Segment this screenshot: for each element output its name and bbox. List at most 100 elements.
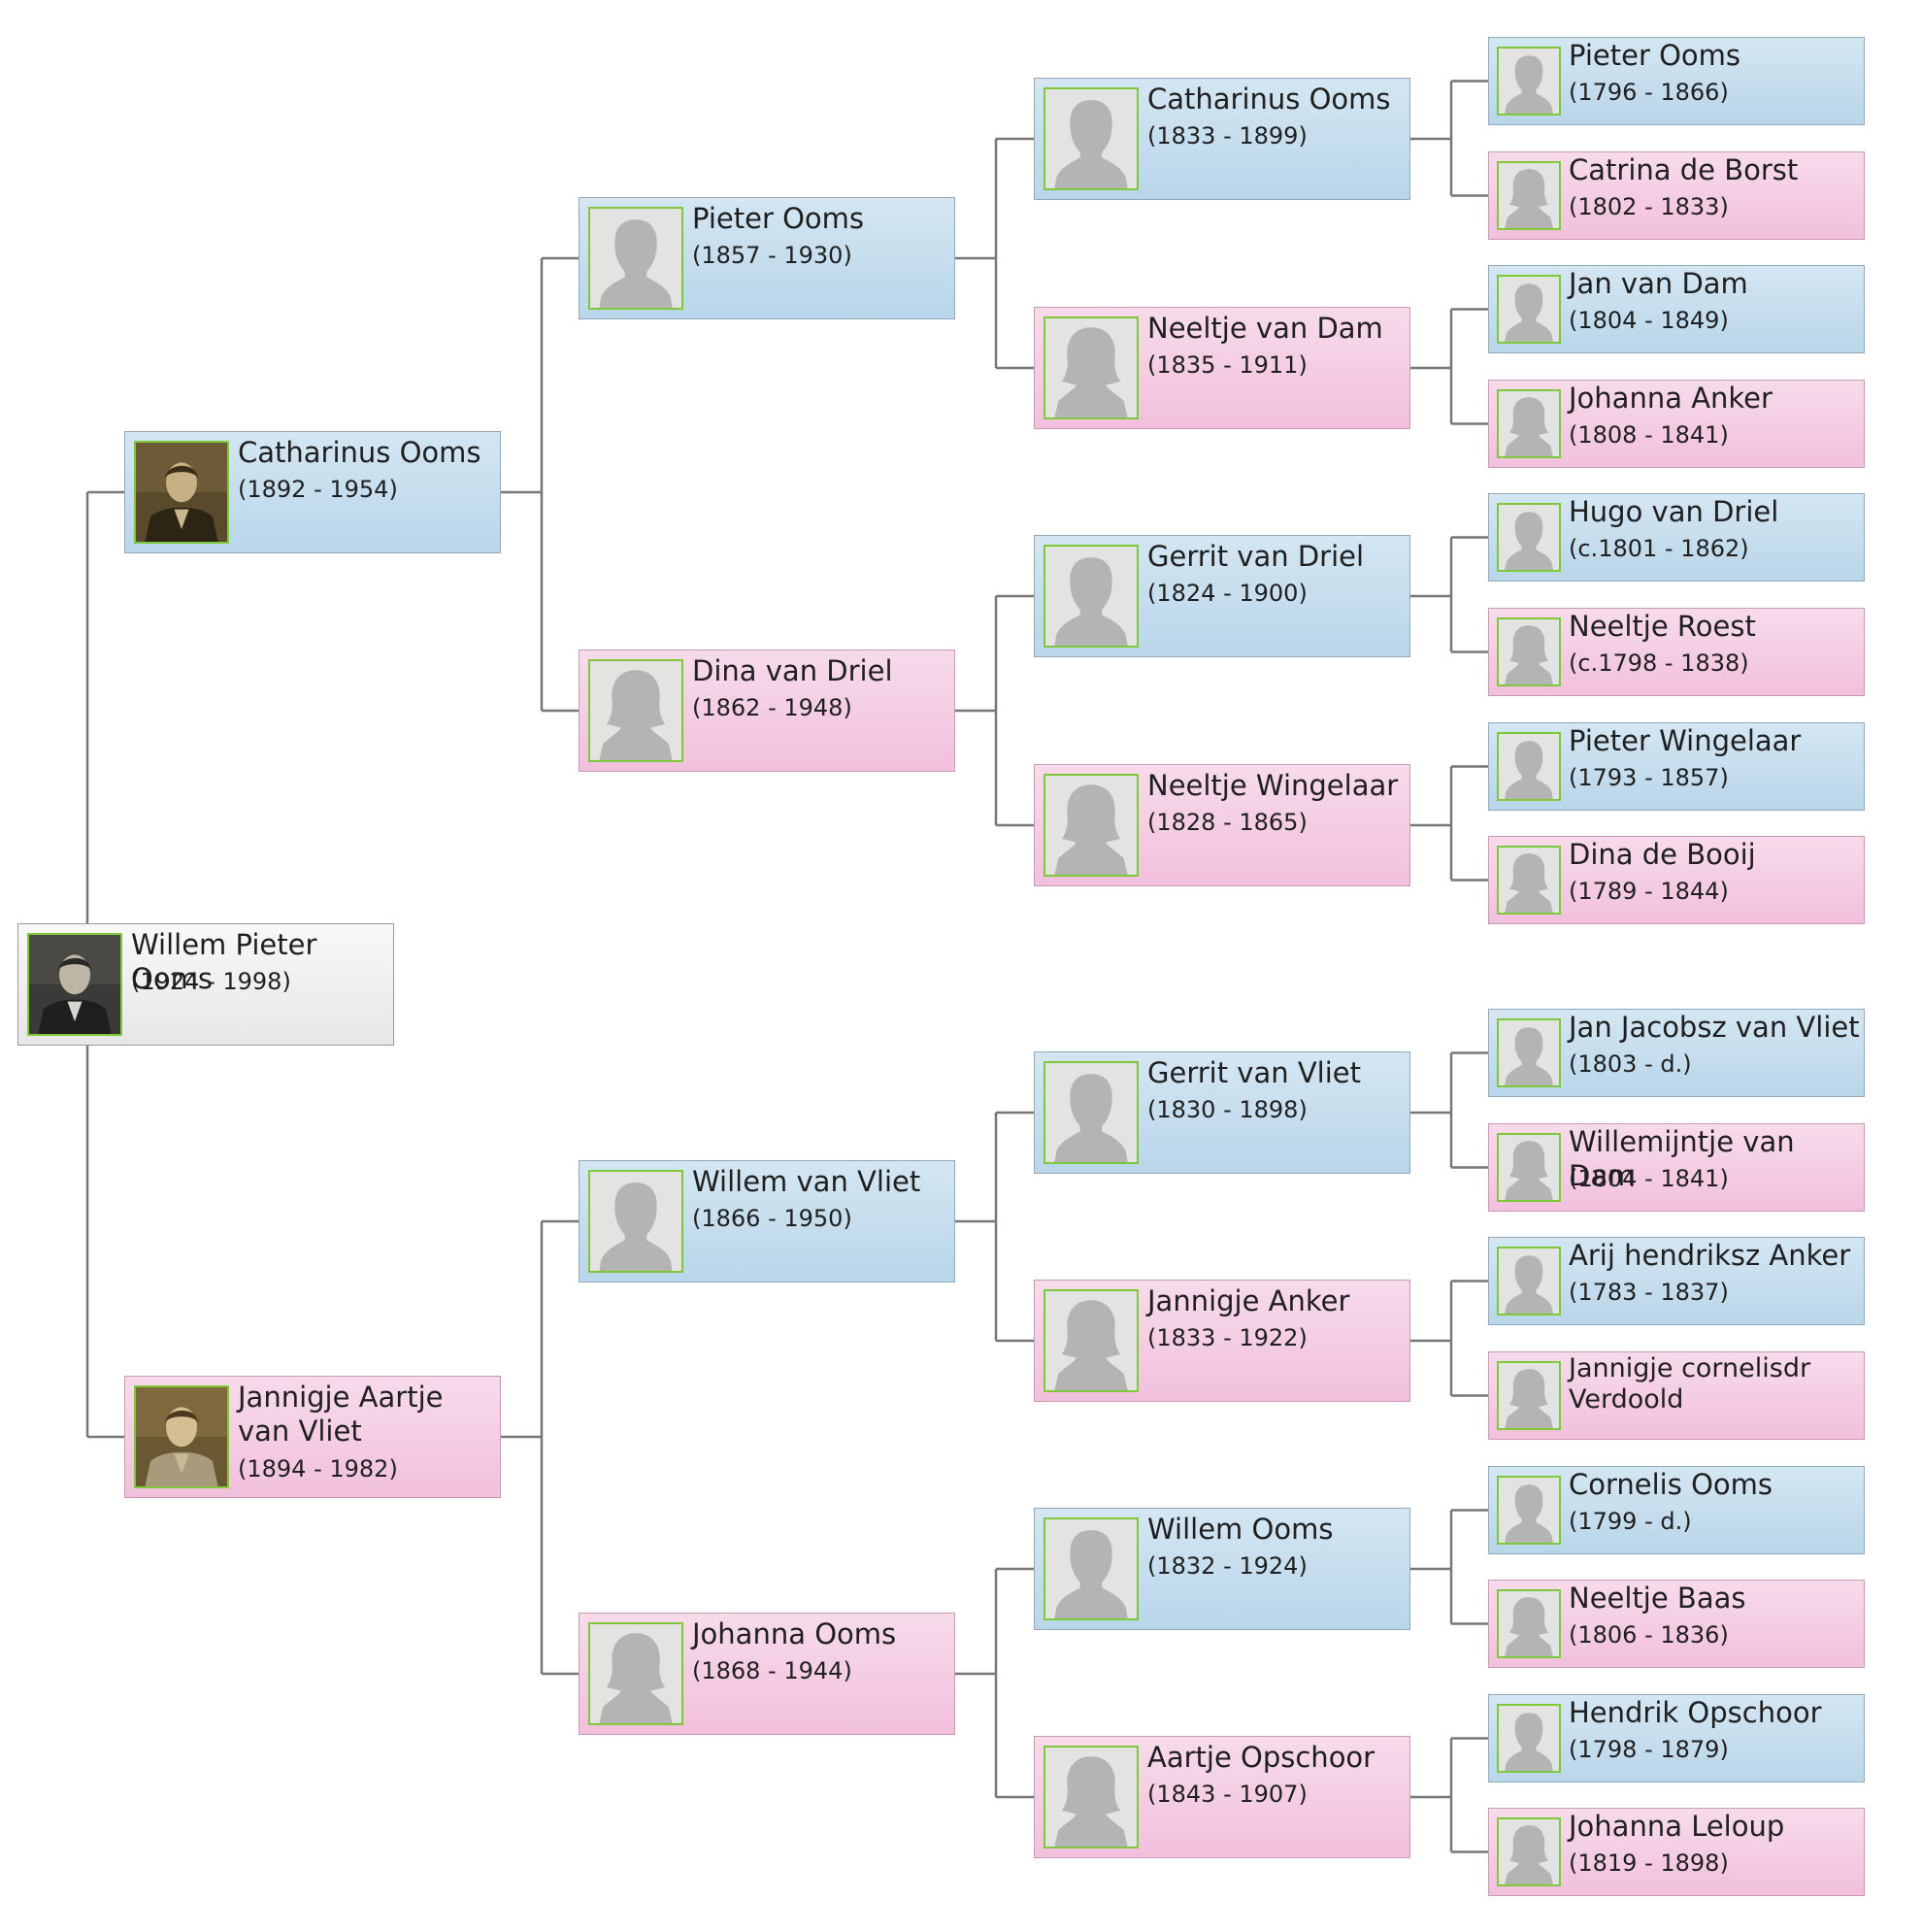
person-card-johanna-leloup[interactable]: Johanna Leloup (1819 - 1898) bbox=[1488, 1808, 1865, 1896]
person-dates: (1804 - 1849) bbox=[1569, 307, 1729, 334]
female-silhouette-icon bbox=[1499, 848, 1559, 913]
person-dates: (1832 - 1924) bbox=[1147, 1552, 1308, 1580]
portrait-photo bbox=[27, 933, 122, 1036]
person-card-dina-van-driel[interactable]: Dina van Driel (1862 - 1948) bbox=[579, 650, 955, 772]
person-card-neeltje-van-dam[interactable]: Neeltje van Dam (1835 - 1911) bbox=[1034, 307, 1410, 429]
person-dates: (1793 - 1857) bbox=[1569, 764, 1729, 791]
person-dates: (1789 - 1844) bbox=[1569, 878, 1729, 905]
person-card-neeltje-wingelaar[interactable]: Neeltje Wingelaar (1828 - 1865) bbox=[1034, 764, 1410, 886]
person-name: Johanna Leloup bbox=[1569, 1810, 1785, 1843]
person-card-catharinus-ooms-1833[interactable]: Catharinus Ooms (1833 - 1899) bbox=[1034, 78, 1410, 200]
female-silhouette-icon bbox=[1499, 1591, 1559, 1656]
placeholder-photo bbox=[1497, 732, 1561, 801]
person-dates: (1796 - 1866) bbox=[1569, 79, 1729, 106]
male-silhouette-icon bbox=[1499, 1249, 1559, 1314]
person-name: Hendrik Opschoor bbox=[1569, 1696, 1822, 1729]
female-silhouette-icon bbox=[590, 1624, 681, 1723]
person-name: Neeltje van Dam bbox=[1147, 312, 1383, 345]
portrait-photo-icon bbox=[136, 443, 227, 542]
person-dates: (1892 - 1954) bbox=[238, 476, 398, 503]
person-dates: (1804 - 1841) bbox=[1569, 1165, 1729, 1192]
male-silhouette-icon bbox=[1499, 505, 1559, 570]
male-silhouette-icon bbox=[1045, 89, 1137, 188]
person-card-willem-ooms[interactable]: Willem Ooms (1832 - 1924) bbox=[1034, 1508, 1410, 1630]
female-silhouette-icon bbox=[1499, 391, 1559, 456]
placeholder-photo bbox=[1497, 161, 1561, 230]
person-name: Catharinus Ooms bbox=[1147, 83, 1391, 116]
person-card-willem-pieter-ooms[interactable]: Willem Pieter Ooms (1924 - 1998) bbox=[17, 923, 394, 1046]
person-card-pieter-ooms-1796[interactable]: Pieter Ooms (1796 - 1866) bbox=[1488, 37, 1865, 125]
person-dates: (1843 - 1907) bbox=[1147, 1781, 1308, 1808]
person-card-cornelis-ooms[interactable]: Cornelis Ooms (1799 - d.) bbox=[1488, 1466, 1865, 1554]
placeholder-photo bbox=[1497, 1817, 1561, 1886]
person-name: Pieter Ooms bbox=[692, 202, 865, 235]
person-dates: (1802 - 1833) bbox=[1569, 193, 1729, 220]
person-card-catrina-de-borst[interactable]: Catrina de Borst (1802 - 1833) bbox=[1488, 151, 1865, 240]
person-card-jannigje-anker[interactable]: Jannigje Anker (1833 - 1922) bbox=[1034, 1280, 1410, 1402]
female-silhouette-icon bbox=[1499, 1819, 1559, 1884]
male-silhouette-icon bbox=[1499, 1478, 1559, 1543]
female-silhouette-icon bbox=[1045, 318, 1137, 417]
person-card-jannigje-cornelisdr-verdoold[interactable]: Jannigje cornelisdr Verdoold bbox=[1488, 1351, 1865, 1440]
person-name: Pieter Ooms bbox=[1569, 39, 1741, 72]
person-card-jan-van-dam[interactable]: Jan van Dam (1804 - 1849) bbox=[1488, 265, 1865, 353]
person-name: Neeltje Roest bbox=[1569, 610, 1756, 643]
placeholder-photo bbox=[1497, 846, 1561, 915]
placeholder-photo bbox=[1497, 1361, 1561, 1430]
placeholder-photo bbox=[1044, 1517, 1139, 1620]
female-silhouette-icon bbox=[1499, 1135, 1559, 1200]
person-card-catharinus-ooms[interactable]: Catharinus Ooms (1892 - 1954) bbox=[124, 431, 501, 553]
person-dates: (1830 - 1898) bbox=[1147, 1096, 1308, 1123]
person-name: Arij hendriksz Anker bbox=[1569, 1239, 1851, 1272]
person-card-jannigje-aartje-van-vliet[interactable]: Jannigje Aartje van Vliet (1894 - 1982) bbox=[124, 1376, 501, 1498]
person-card-willemijntje-van-dam[interactable]: Willemijntje van Dam (1804 - 1841) bbox=[1488, 1123, 1865, 1212]
person-name: Jan van Dam bbox=[1569, 267, 1748, 300]
portrait-photo bbox=[134, 441, 229, 544]
person-card-gerrit-van-driel[interactable]: Gerrit van Driel (1824 - 1900) bbox=[1034, 535, 1410, 657]
person-dates: (1808 - 1841) bbox=[1569, 421, 1729, 449]
person-card-johanna-anker[interactable]: Johanna Anker (1808 - 1841) bbox=[1488, 380, 1865, 468]
person-card-pieter-wingelaar[interactable]: Pieter Wingelaar (1793 - 1857) bbox=[1488, 722, 1865, 811]
person-name: Jannigje Aartje van Vliet bbox=[238, 1381, 444, 1448]
placeholder-photo bbox=[588, 1622, 683, 1725]
person-dates: (1806 - 1836) bbox=[1569, 1621, 1729, 1649]
placeholder-photo bbox=[1044, 1061, 1139, 1164]
person-card-willem-van-vliet[interactable]: Willem van Vliet (1866 - 1950) bbox=[579, 1160, 955, 1282]
person-name: Willem van Vliet bbox=[692, 1165, 921, 1198]
placeholder-photo bbox=[1497, 1247, 1561, 1316]
person-dates: (1894 - 1982) bbox=[238, 1455, 398, 1482]
person-name: Johanna Anker bbox=[1569, 382, 1773, 415]
person-dates: (c.1801 - 1862) bbox=[1569, 535, 1749, 562]
placeholder-photo bbox=[1497, 1018, 1561, 1087]
female-silhouette-icon bbox=[1045, 1291, 1137, 1390]
person-card-hendrik-opschoor[interactable]: Hendrik Opschoor (1798 - 1879) bbox=[1488, 1694, 1865, 1782]
person-card-johanna-ooms[interactable]: Johanna Ooms (1868 - 1944) bbox=[579, 1613, 955, 1735]
person-card-neeltje-baas[interactable]: Neeltje Baas (1806 - 1836) bbox=[1488, 1580, 1865, 1668]
person-card-gerrit-van-vliet[interactable]: Gerrit van Vliet (1830 - 1898) bbox=[1034, 1051, 1410, 1174]
placeholder-photo bbox=[1497, 1704, 1561, 1773]
person-card-dina-de-booij[interactable]: Dina de Booij (1789 - 1844) bbox=[1488, 836, 1865, 924]
placeholder-photo bbox=[1497, 1589, 1561, 1658]
person-card-aartje-opschoor[interactable]: Aartje Opschoor (1843 - 1907) bbox=[1034, 1736, 1410, 1858]
male-silhouette-icon bbox=[1499, 277, 1559, 342]
placeholder-photo bbox=[1044, 545, 1139, 648]
male-silhouette-icon bbox=[1045, 1519, 1137, 1618]
placeholder-photo bbox=[1044, 1289, 1139, 1392]
person-dates: (1833 - 1899) bbox=[1147, 122, 1308, 150]
person-card-hugo-van-driel[interactable]: Hugo van Driel (c.1801 - 1862) bbox=[1488, 493, 1865, 582]
male-silhouette-icon bbox=[1499, 1020, 1559, 1085]
person-name: Cornelis Ooms bbox=[1569, 1468, 1773, 1501]
person-card-arij-hendriksz-anker[interactable]: Arij hendriksz Anker (1783 - 1837) bbox=[1488, 1237, 1865, 1325]
placeholder-photo bbox=[1497, 503, 1561, 572]
person-card-pieter-ooms[interactable]: Pieter Ooms (1857 - 1930) bbox=[579, 197, 955, 319]
person-dates: (1868 - 1944) bbox=[692, 1657, 852, 1684]
person-name: Hugo van Driel bbox=[1569, 495, 1779, 528]
male-silhouette-icon bbox=[1499, 49, 1559, 114]
person-card-jan-jacobsz-van-vliet[interactable]: Jan Jacobsz van Vliet (1803 - d.) bbox=[1488, 1009, 1865, 1097]
person-name: Catharinus Ooms bbox=[238, 436, 481, 469]
placeholder-photo bbox=[1497, 1476, 1561, 1545]
person-card-neeltje-roest[interactable]: Neeltje Roest (c.1798 - 1838) bbox=[1488, 608, 1865, 696]
person-name: Jannigje Anker bbox=[1147, 1284, 1350, 1317]
person-dates: (1819 - 1898) bbox=[1569, 1849, 1729, 1877]
person-name: Aartje Opschoor bbox=[1147, 1741, 1375, 1774]
